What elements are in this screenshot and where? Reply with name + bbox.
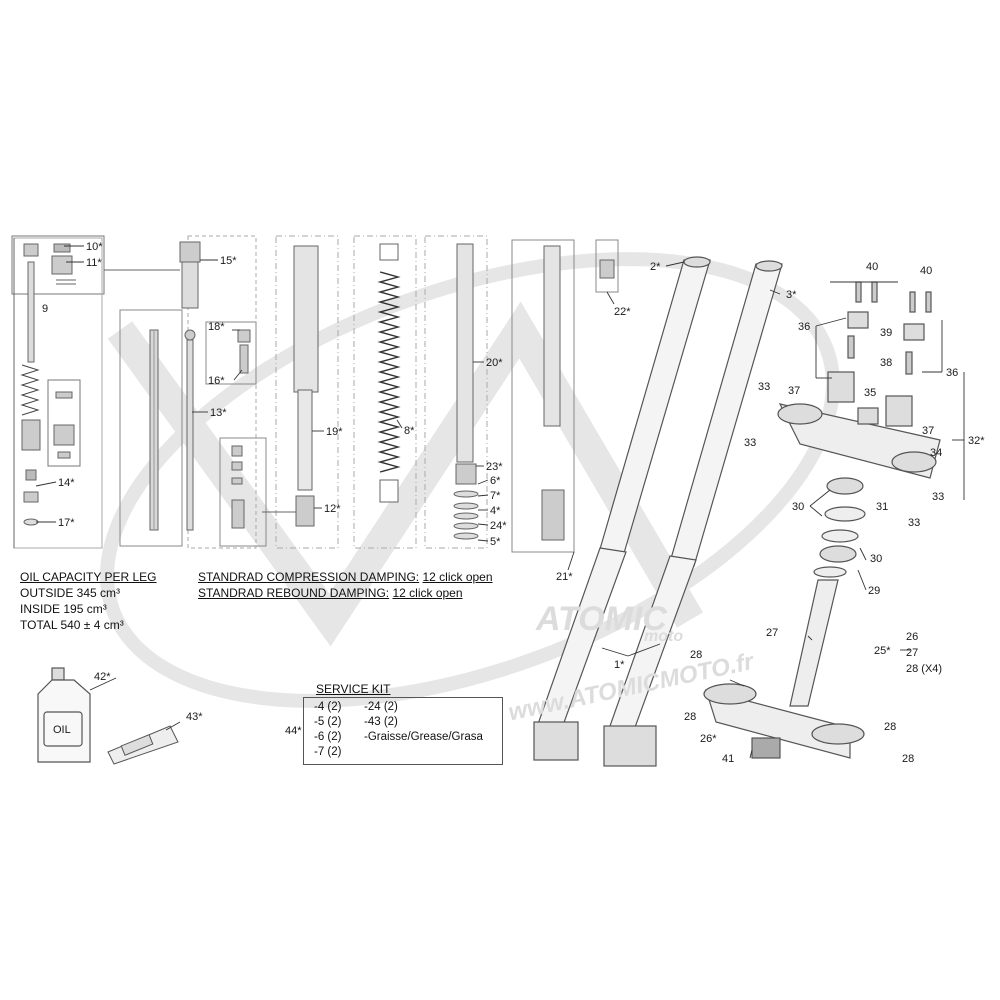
callout-34: 34 <box>930 447 942 459</box>
kit-item: -7 (2) <box>314 746 342 758</box>
oil-total: TOTAL 540 ± 4 cm³ <box>20 618 124 632</box>
callout-19: 19* <box>326 426 343 438</box>
compression-damping: STANDRAD COMPRESSION DAMPING: 12 click o… <box>198 570 493 584</box>
callout-16: 16* <box>208 375 225 387</box>
kit-item: -4 (2) <box>314 701 342 713</box>
oil-inside: INSIDE 195 cm³ <box>20 602 107 616</box>
callout-28a: 28 <box>690 649 702 661</box>
callout-2: 2* <box>650 261 661 273</box>
callout-12: 12* <box>324 503 341 515</box>
callout-20: 20* <box>486 357 503 369</box>
rebound-damping: STANDRAD REBOUND DAMPING: 12 click open <box>198 586 463 600</box>
callout-33d: 33 <box>908 517 920 529</box>
service-kit-box: -4 (2) -5 (2) -6 (2) -7 (2) -24 (2) -43 … <box>303 697 503 765</box>
grease-tube <box>107 725 179 765</box>
callout-27: 27 <box>766 627 778 639</box>
callout-labels: 10* 11* 9 14* 17* 15* 18* 16* 13* 19* 12… <box>42 241 985 765</box>
callout-3: 3* <box>786 289 797 301</box>
callout-24: 24* <box>490 520 507 532</box>
callout-35: 35 <box>864 387 876 399</box>
spring-group <box>353 235 417 549</box>
callout-28c: 28 <box>884 721 896 733</box>
service-kit-ref: 44* <box>285 725 302 737</box>
callout-40a: 40 <box>866 261 878 273</box>
oil-bottle-label: OIL <box>53 724 71 736</box>
damper-rod-group <box>104 235 267 549</box>
inner-tube-group <box>424 235 488 549</box>
callout-21: 21* <box>556 571 573 583</box>
callout-11: 11* <box>86 257 102 269</box>
callout-9: 9 <box>42 303 48 315</box>
oil-outside: OUTSIDE 345 cm³ <box>20 586 121 600</box>
callout-30a: 30 <box>792 501 804 513</box>
callout-31: 31 <box>876 501 888 513</box>
callout-37b: 37 <box>922 425 934 437</box>
kit-item: -6 (2) <box>314 731 342 743</box>
kit-item: -Graisse/Grease/Grasa <box>364 731 483 743</box>
callout-7: 7* <box>490 490 501 502</box>
callout-27-group: 27 <box>906 647 918 659</box>
callout-43: 43* <box>186 711 203 723</box>
callout-26-group: 26 <box>906 631 918 643</box>
watermark-sub: moto <box>644 628 684 645</box>
kit-item: -43 (2) <box>364 716 398 728</box>
callout-33b: 33 <box>744 437 756 449</box>
cylinder-group <box>262 235 339 549</box>
kit-item: -24 (2) <box>364 701 398 713</box>
callout-1: 1* <box>614 659 625 671</box>
callout-36a: 36 <box>798 321 810 333</box>
callout-8: 8* <box>404 425 415 437</box>
callout-28b: 28 <box>684 711 696 723</box>
outer-tube-group <box>511 239 619 553</box>
oil-bottle <box>37 667 91 763</box>
fork-legs <box>533 256 783 767</box>
callout-28d: 28 <box>902 753 914 765</box>
callout-13: 13* <box>210 407 227 419</box>
callout-30b: 30 <box>870 553 882 565</box>
callout-32: 32* <box>968 435 985 447</box>
callout-22: 22* <box>614 306 631 318</box>
callout-39: 39 <box>880 327 892 339</box>
cartridge-group <box>11 235 105 549</box>
callout-28-group: 28 (X4) <box>906 663 942 675</box>
triple-clamps <box>703 281 941 759</box>
callout-25: 25* <box>874 645 891 657</box>
callout-15: 15* <box>220 255 237 267</box>
callout-14: 14* <box>58 477 75 489</box>
callout-33a: 33 <box>758 381 770 393</box>
service-kit-title: SERVICE KIT <box>316 682 391 696</box>
callout-37a: 37 <box>788 385 800 397</box>
callout-33c: 33 <box>932 491 944 503</box>
callout-6: 6* <box>490 475 501 487</box>
kit-item: -5 (2) <box>314 716 342 728</box>
callout-18: 18* <box>208 321 225 333</box>
callout-29: 29 <box>868 585 880 597</box>
callout-10: 10* <box>86 241 103 253</box>
callout-5: 5* <box>490 536 501 548</box>
watermark-brand: ATOMIC <box>536 600 667 638</box>
callout-41: 41 <box>722 753 734 765</box>
callout-42: 42* <box>94 671 111 683</box>
callout-26: 26* <box>700 733 717 745</box>
callout-40b: 40 <box>920 265 932 277</box>
callout-38: 38 <box>880 357 892 369</box>
callout-36b: 36 <box>946 367 958 379</box>
callout-17: 17* <box>58 517 75 529</box>
oil-capacity-title: OIL CAPACITY PER LEG <box>20 570 157 584</box>
leader-lines <box>35 245 965 759</box>
callout-4: 4* <box>490 505 501 517</box>
callout-23: 23* <box>486 461 503 473</box>
